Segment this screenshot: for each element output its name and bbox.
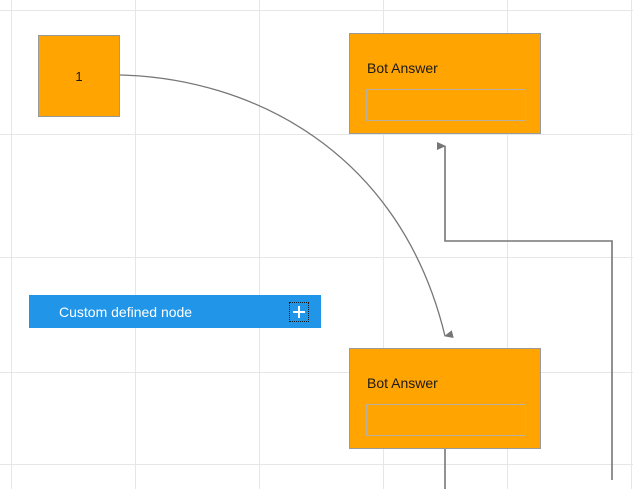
- custom-defined-node-item[interactable]: Custom defined node: [29, 295, 321, 328]
- bot-answer-title: Bot Answer: [367, 60, 438, 76]
- custom-defined-node-label: Custom defined node: [59, 303, 193, 320]
- bot-answer-slot[interactable]: [366, 404, 526, 436]
- bot-answer-node-bottom[interactable]: Bot Answer: [349, 348, 541, 449]
- plus-icon[interactable]: [289, 301, 309, 322]
- bot-answer-title: Bot Answer: [367, 375, 438, 391]
- bot-answer-slot[interactable]: [366, 89, 526, 121]
- start-node[interactable]: 1: [38, 35, 120, 117]
- bot-answer-node-top[interactable]: Bot Answer: [349, 33, 541, 134]
- start-node-label: 1: [75, 68, 83, 84]
